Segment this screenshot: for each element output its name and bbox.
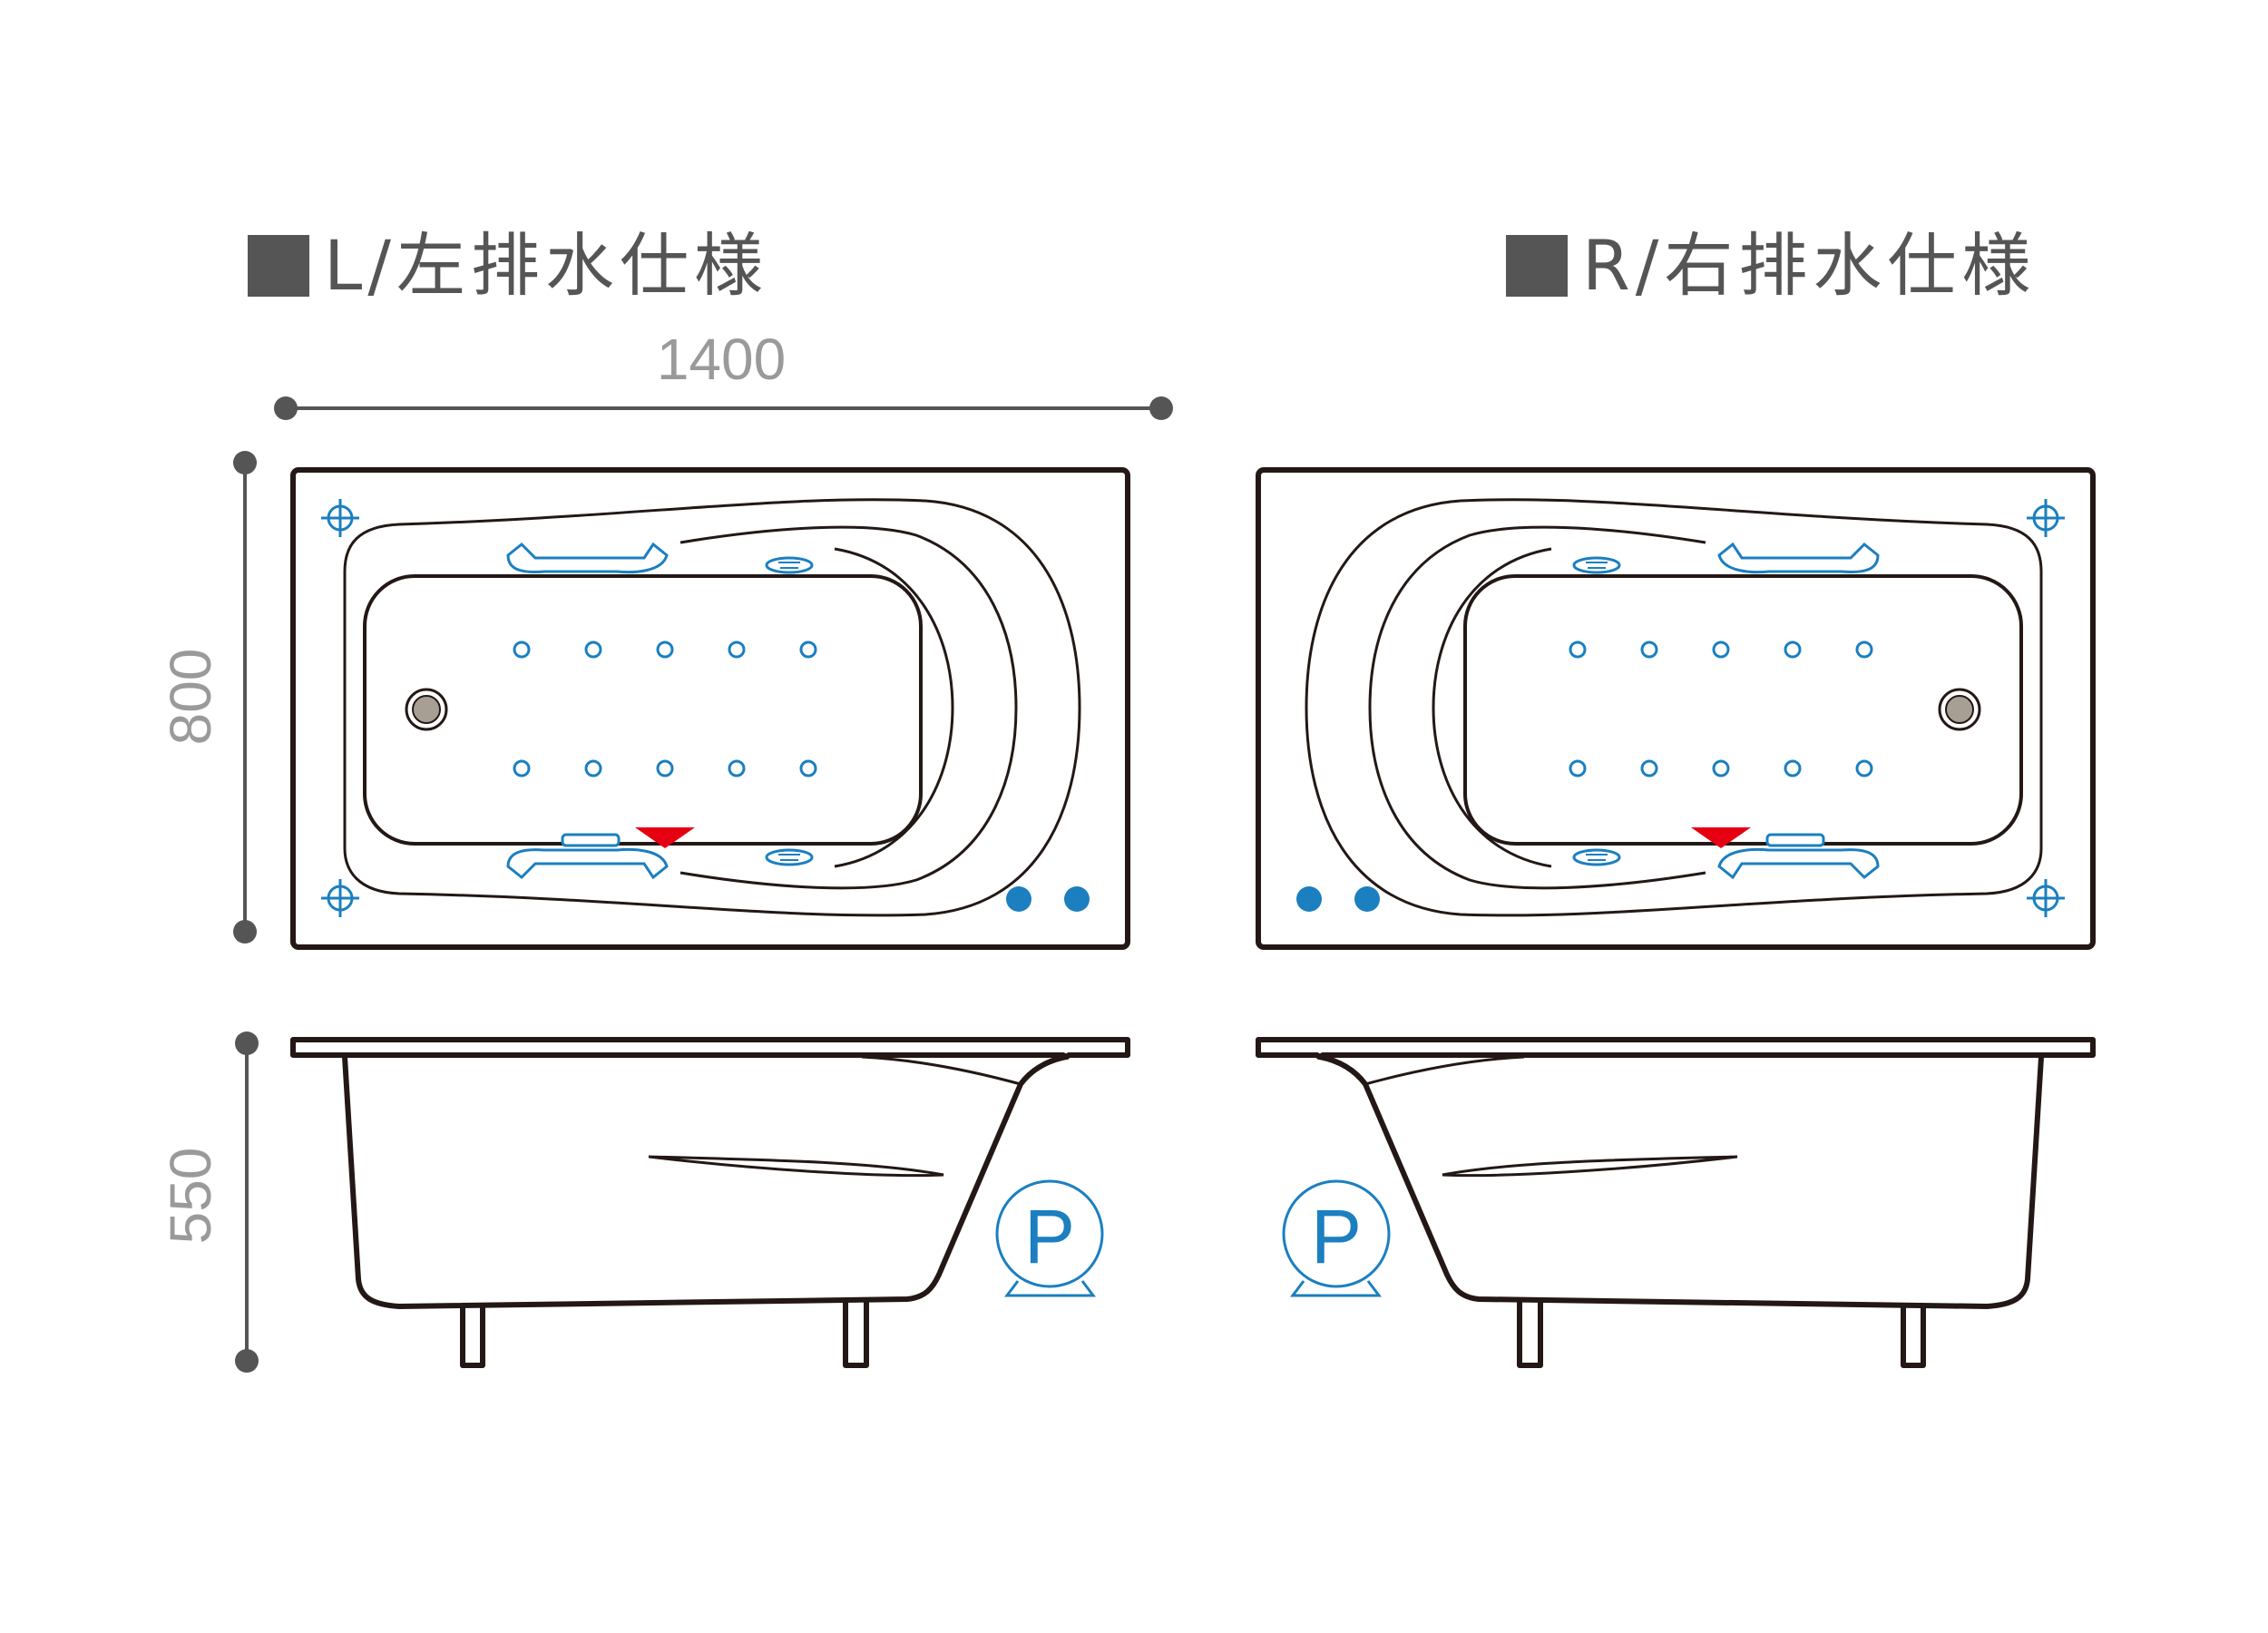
tub-backrest-edge	[1364, 1055, 1525, 1086]
drain-icon	[1938, 688, 1981, 731]
tub-body-profile	[1319, 1054, 2044, 1309]
top-view-right	[1256, 467, 2096, 950]
tub-armrest-line	[648, 1155, 944, 1178]
grab-bar-icon	[506, 847, 669, 880]
drain-marker-icon	[635, 827, 695, 848]
jet-nozzle-icon	[584, 640, 602, 659]
tub-leg	[843, 1299, 869, 1368]
side-view-left: P	[290, 1037, 1130, 1368]
dimension-height: 550	[158, 1032, 259, 1373]
dimension-depth: 800	[158, 451, 257, 944]
dimension-width: 1400	[274, 327, 1173, 420]
dimension-height-label: 550	[158, 1148, 223, 1245]
dimension-depth-label: 800	[158, 649, 223, 746]
tub-backrest-inner	[1432, 547, 1552, 868]
tub-backrest-contour	[1368, 525, 1706, 890]
jet-nozzle-icon	[656, 640, 674, 659]
jet-nozzle-icon	[799, 759, 817, 777]
anchor-point-icon	[320, 878, 360, 918]
side-nozzle-icon	[765, 556, 814, 574]
pump-p-icon	[1282, 1179, 1391, 1297]
indicator-dot-icon	[1296, 886, 1322, 912]
jet-nozzle-icon	[1784, 759, 1802, 777]
jet-nozzle-row	[513, 640, 817, 777]
tub-rim-outline	[290, 467, 1130, 950]
pump-label: P	[1311, 1194, 1362, 1279]
dimension-width-label: 1400	[657, 327, 786, 392]
tub-leg	[1901, 1306, 1926, 1368]
jet-nozzle-icon	[656, 759, 674, 777]
jet-nozzle-icon	[1712, 640, 1730, 659]
side-nozzle-icon	[1572, 556, 1621, 574]
tub-rim-side	[290, 1037, 1130, 1060]
tub-floor	[363, 574, 923, 846]
tub-leg	[1517, 1299, 1543, 1368]
title-square-marker	[1506, 235, 1568, 297]
jet-nozzle-icon	[1640, 759, 1658, 777]
jet-nozzle-icon	[1640, 640, 1658, 659]
tub-leg	[460, 1306, 485, 1368]
grab-bar-icon	[1717, 847, 1880, 880]
indicator-dot-icon	[1006, 886, 1031, 912]
tub-backrest-contour	[679, 525, 1018, 890]
pump-p-icon: P	[995, 1179, 1104, 1297]
title-right-drain: R/右排水仕様	[1506, 225, 2036, 307]
jet-nozzle-icon	[1784, 640, 1802, 659]
tub-armrest-line	[1442, 1155, 1738, 1178]
jet-nozzle-icon	[1855, 640, 1873, 659]
anchor-point-icon	[2026, 498, 2066, 538]
tub-outer-basin	[1305, 498, 2043, 917]
side-nozzle-icon	[765, 848, 814, 866]
drain-icon	[405, 688, 448, 731]
tub-backrest-inner	[834, 547, 954, 868]
side-view-right	[1256, 1037, 2096, 1368]
jet-nozzle-icon	[513, 759, 531, 777]
grab-bar-icon	[1717, 542, 1880, 574]
jet-nozzle-icon	[1569, 759, 1587, 777]
title-left-drain: L/左排水仕様	[248, 225, 768, 307]
tub-floor	[1463, 574, 2023, 846]
indicator-dot-icon	[1354, 886, 1380, 912]
title-right-text: R/右排水仕様	[1582, 225, 2037, 306]
tub-backrest-edge	[861, 1055, 1022, 1086]
control-unit-icon	[561, 833, 621, 847]
jet-nozzle-icon	[584, 759, 602, 777]
jet-nozzle-icon	[1855, 759, 1873, 777]
title-left-text: L/左排水仕様	[324, 225, 768, 306]
jet-nozzle-icon	[799, 640, 817, 659]
anchor-point-icon	[320, 498, 360, 538]
control-unit-icon	[1765, 833, 1825, 847]
jet-nozzle-icon	[1569, 640, 1587, 659]
side-nozzle-icon	[1572, 848, 1621, 866]
tub-body-profile	[342, 1054, 1067, 1309]
anchor-point-icon	[2026, 878, 2066, 918]
grab-bar-icon	[506, 542, 669, 574]
title-square-marker	[248, 235, 309, 297]
jet-nozzle-row	[1569, 640, 1873, 777]
jet-nozzle-icon	[513, 640, 531, 659]
top-view-left	[290, 467, 1130, 950]
jet-nozzle-icon	[728, 640, 746, 659]
tub-outer-basin	[343, 498, 1081, 917]
drain-marker-icon	[1691, 827, 1751, 848]
tub-rim-side	[1256, 1037, 2096, 1060]
indicator-dot-icon	[1064, 886, 1090, 912]
tub-rim-outline	[1256, 467, 2096, 950]
jet-nozzle-icon	[1712, 759, 1730, 777]
pump-label: P	[1024, 1194, 1075, 1279]
jet-nozzle-icon	[728, 759, 746, 777]
